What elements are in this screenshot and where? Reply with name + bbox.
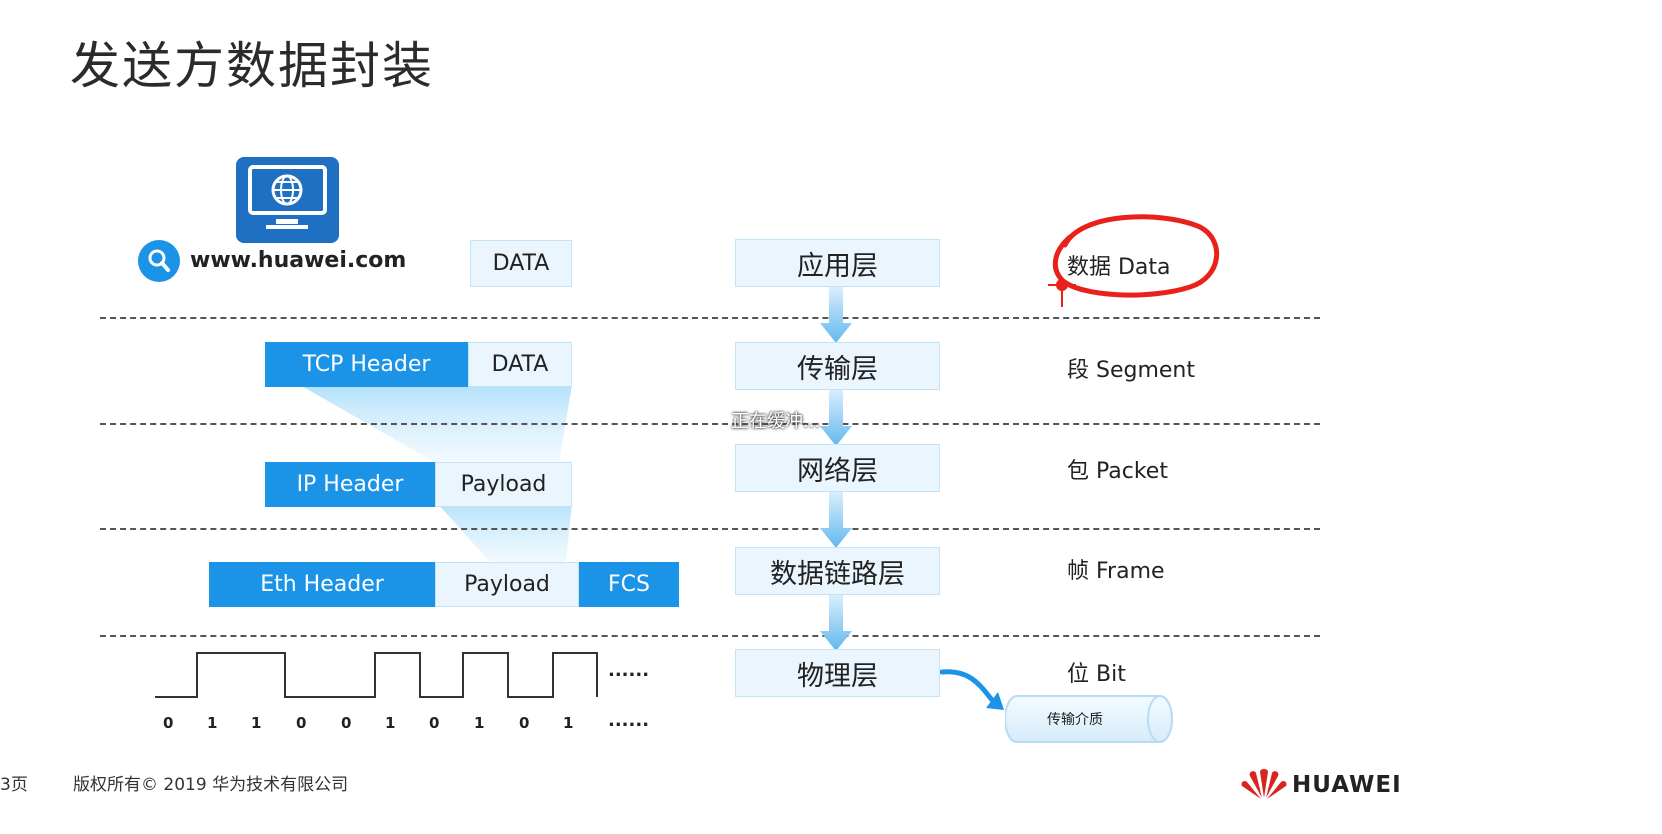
brand-name: HUAWEI	[1292, 772, 1402, 798]
unit-frame: 帧 Frame	[1067, 559, 1165, 584]
layer-physical: 物理层	[735, 649, 940, 697]
fcs-box: FCS	[579, 562, 679, 607]
unit-bit: 位 Bit	[1067, 662, 1126, 687]
tcp-data-box: DATA	[468, 342, 572, 387]
unit-packet: 包 Packet	[1067, 459, 1168, 484]
bit-value: 1	[474, 714, 485, 732]
bit-waveform	[155, 652, 598, 698]
layer-divider	[100, 317, 1320, 319]
huawei-logo-icon	[1240, 766, 1288, 800]
unit-segment: 段 Segment	[1067, 358, 1195, 383]
layer-divider	[100, 528, 1320, 530]
annotation-circle	[1048, 214, 1219, 307]
ip-header-box: IP Header	[265, 462, 435, 507]
arrow-down-icon	[820, 492, 852, 548]
layer-divider	[100, 635, 1320, 637]
layer-data-link: 数据链路层	[735, 547, 940, 595]
eth-payload-box: Payload	[435, 562, 579, 607]
arrow-down-icon	[820, 287, 852, 343]
layer-transport: 传输层	[735, 342, 940, 390]
bit-value: 0	[519, 714, 530, 732]
arrow-down-icon	[820, 390, 852, 446]
bit-value: 1	[385, 714, 396, 732]
transmission-medium: 传输介质	[1005, 694, 1175, 744]
tcp-header-box: TCP Header	[265, 342, 468, 387]
layer-network: 网络层	[735, 444, 940, 492]
data-box: DATA	[470, 240, 572, 287]
monitor-globe-icon	[236, 157, 339, 243]
curved-arrow-icon	[940, 669, 1004, 710]
layer-divider	[100, 423, 1320, 425]
bits-ellipsis: ......	[608, 710, 650, 731]
unit-data: 数据 Data	[1067, 255, 1171, 280]
page-number: 3页	[0, 775, 28, 795]
bit-value: 0	[163, 714, 174, 732]
copyright: 版权所有© 2019 华为技术有限公司	[73, 775, 349, 795]
eth-header-box: Eth Header	[209, 562, 435, 607]
bit-value: 1	[251, 714, 262, 732]
medium-label: 传输介质	[1047, 712, 1103, 728]
arrow-down-icon	[820, 595, 852, 651]
bit-value: 1	[207, 714, 218, 732]
wave-ellipsis: ......	[608, 660, 650, 681]
buffering-indicator: 正在缓冲...	[731, 411, 821, 432]
ip-payload-box: Payload	[435, 462, 572, 507]
layer-application: 应用层	[735, 239, 940, 287]
bit-value: 0	[429, 714, 440, 732]
bit-value: 0	[341, 714, 352, 732]
page-title: 发送方数据封装	[70, 37, 434, 95]
bit-value: 0	[296, 714, 307, 732]
url-label: www.huawei.com	[190, 248, 407, 273]
bit-value: 1	[563, 714, 574, 732]
search-icon	[138, 240, 180, 282]
